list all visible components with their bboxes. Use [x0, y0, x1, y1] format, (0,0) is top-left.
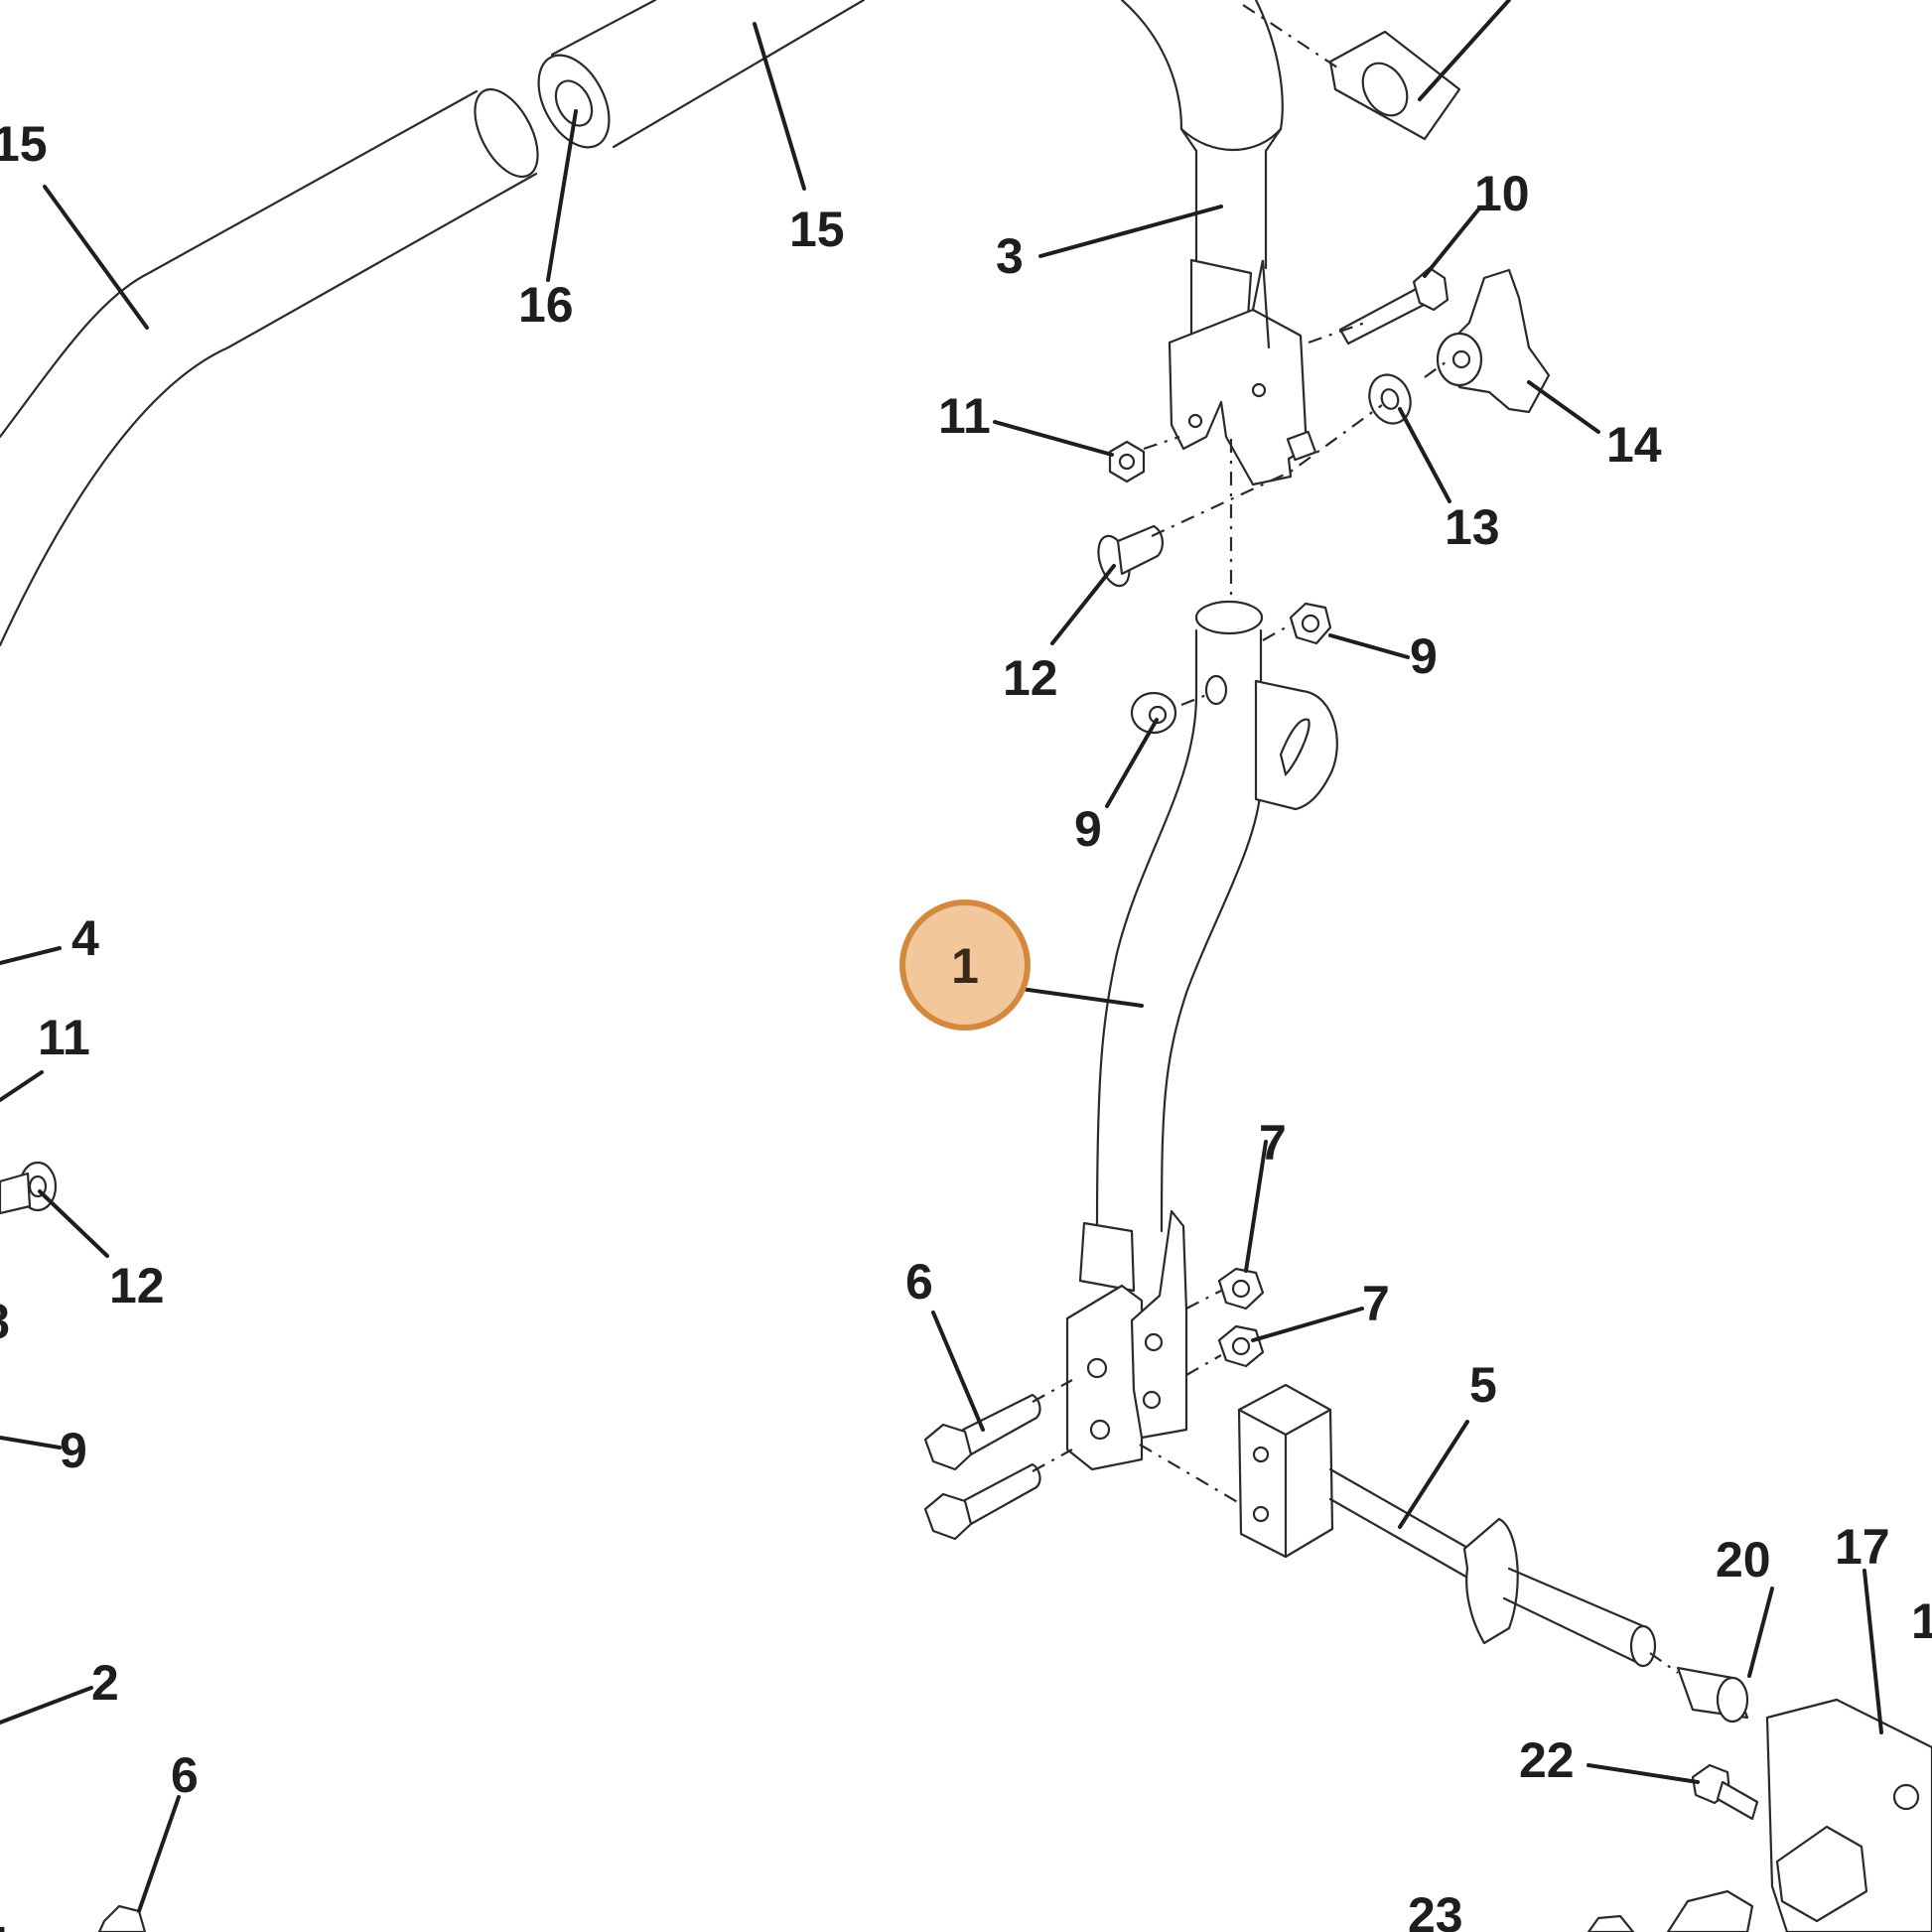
- callout-17: 17: [1835, 1519, 1890, 1575]
- highlighted-callout-1[interactable]: 1: [899, 899, 1031, 1031]
- hinge-pin-part: [1328, 30, 1461, 141]
- spacer-part-20: [1676, 1666, 1749, 1724]
- upper-handle-tube: [1120, 0, 1317, 486]
- callout-12b: 12: [109, 1258, 165, 1313]
- washer-part-13: [1368, 373, 1412, 425]
- bolt-part-10: [1338, 266, 1449, 345]
- bolt-part-6-upper: [923, 1393, 1041, 1471]
- callout-16: 16: [518, 277, 574, 333]
- callout-22: 22: [1519, 1732, 1575, 1788]
- callout-7a: 7: [1259, 1115, 1287, 1171]
- axle-block-part-5: [1237, 1383, 1657, 1668]
- callout-7b: 7: [1362, 1276, 1390, 1331]
- callout-5: 5: [1469, 1357, 1497, 1413]
- callout-14: 14: [1606, 417, 1662, 473]
- bolt-part-6-lower: [923, 1462, 1041, 1541]
- callout-3: 3: [996, 228, 1024, 284]
- washer-part-9-left: [1130, 691, 1177, 735]
- callout-4: 4: [71, 910, 99, 966]
- callout-6a: 6: [905, 1254, 933, 1310]
- nut-part-7-upper: [1217, 1267, 1265, 1311]
- left-edge-parts: [0, 1161, 1754, 1932]
- callout-9a: 9: [1410, 628, 1438, 684]
- callout-10: 10: [1474, 166, 1530, 221]
- callout-11a: 11: [938, 388, 991, 444]
- callout-6b: 6: [171, 1747, 199, 1803]
- bracket-part-17: [1765, 1698, 1932, 1932]
- highlight-circle: [899, 899, 1031, 1031]
- top-tube-part: [537, 0, 866, 149]
- callout-9c: 9: [60, 1423, 87, 1478]
- callout-8: 8: [0, 1294, 10, 1349]
- callout-23: 23: [1408, 1887, 1463, 1932]
- nut-part-7-lower: [1217, 1324, 1265, 1368]
- main-handle-tube: [1065, 600, 1338, 1471]
- knob-part-14: [1436, 268, 1551, 414]
- nut-part-9-right: [1289, 602, 1332, 645]
- assembly-lines: [1032, 4, 1679, 1674]
- nut-part-11-upper: [1108, 440, 1146, 483]
- callout-15b: 15: [789, 202, 845, 257]
- callout-13: 13: [1445, 499, 1500, 555]
- rivet-part-12: [1097, 524, 1164, 588]
- callout-12a: 12: [1003, 650, 1058, 706]
- leader-lines: [0, 0, 1883, 1913]
- callout-9b: 9: [1074, 801, 1102, 857]
- bolt-part-22: [1691, 1763, 1759, 1821]
- highlight-label: 1: [951, 938, 979, 994]
- callout-1-right: 1: [1911, 1593, 1932, 1649]
- callout-15a: 15: [0, 116, 48, 172]
- callout-labels: 15 16 15 3 10 11 14 13 12 9 9 4 11 12 8 …: [0, 116, 1932, 1932]
- callout-20: 20: [1716, 1532, 1771, 1587]
- callout-2: 2: [91, 1655, 119, 1711]
- callout-1-left: 1: [0, 1887, 6, 1932]
- callout-11b: 11: [38, 1010, 90, 1065]
- long-tube-part: [0, 87, 539, 647]
